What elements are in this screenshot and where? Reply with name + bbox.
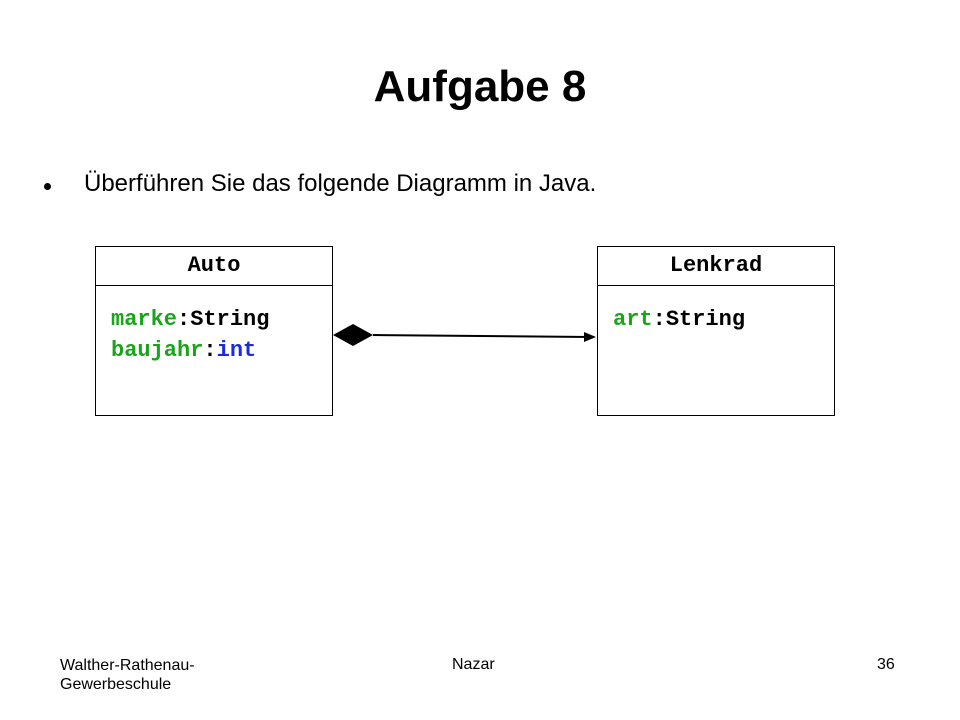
- attribute-name: art: [613, 307, 653, 332]
- attribute-row: art:String: [613, 304, 834, 335]
- attribute-row: baujahr:int: [111, 335, 332, 366]
- footer-page-number: 36: [877, 656, 895, 673]
- attribute-type: String: [190, 307, 270, 332]
- attribute-list-lenkrad: art:String: [598, 286, 834, 335]
- attribute-separator: :: [177, 307, 191, 332]
- attribute-name: baujahr: [111, 338, 204, 363]
- association-line: [372, 334, 591, 338]
- composition-diamond-icon: [333, 324, 373, 346]
- uml-class-lenkrad: Lenkrad art:String: [597, 246, 835, 416]
- arrowhead-icon: [584, 332, 596, 342]
- attribute-type: String: [665, 307, 746, 332]
- attribute-row: marke:String: [111, 304, 332, 335]
- bullet-dot-icon: [44, 183, 51, 190]
- footer-school-line2: Gewerbeschule: [60, 676, 172, 693]
- uml-class-auto: Auto marke:String baujahr:int: [95, 246, 333, 416]
- footer-school: Walther-Rathenau- Gewerbeschule: [60, 656, 195, 694]
- class-name-lenkrad: Lenkrad: [598, 247, 834, 286]
- attribute-list-auto: marke:String baujahr:int: [96, 286, 332, 366]
- class-name-auto: Auto: [96, 247, 332, 286]
- attribute-separator: :: [203, 338, 217, 363]
- footer-author: Nazar: [452, 656, 495, 673]
- attribute-name: marke: [111, 307, 178, 332]
- attribute-separator: :: [652, 307, 666, 332]
- bullet-text: Überführen Sie das folgende Diagramm in …: [84, 170, 597, 197]
- slide-title: Aufgabe 8: [373, 62, 587, 111]
- attribute-type: int: [216, 338, 257, 363]
- footer-school-line1: Walther-Rathenau-: [60, 657, 195, 674]
